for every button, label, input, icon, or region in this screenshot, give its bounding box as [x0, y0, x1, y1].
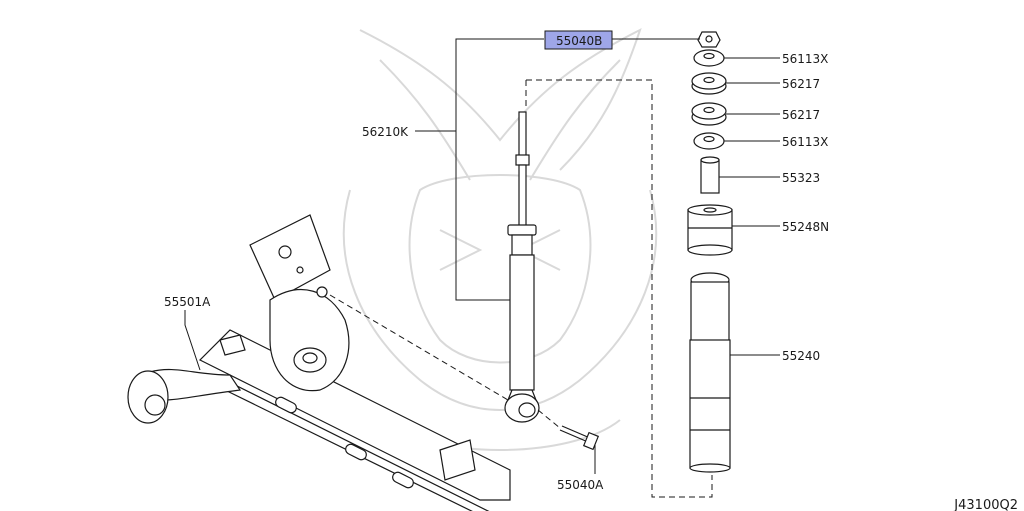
callout-56217-lower[interactable]: 56217	[782, 108, 820, 122]
callout-56217-upper[interactable]: 56217	[782, 77, 820, 91]
mount-bolt	[559, 425, 600, 451]
callout-55501A[interactable]: 55501A	[164, 295, 211, 309]
highlight-box	[544, 30, 613, 50]
leader-lines	[184, 38, 780, 474]
callout-55323[interactable]: 55323	[782, 171, 820, 185]
washer-upper	[693, 49, 725, 67]
shock-absorber	[504, 111, 540, 423]
callout-56113X-upper[interactable]: 56113X	[782, 52, 828, 66]
spacer	[700, 156, 720, 194]
washer-lower	[693, 132, 725, 150]
bushing-upper	[691, 72, 727, 95]
callout-56113X-lower[interactable]: 56113X	[782, 135, 828, 149]
callout-55040B[interactable]: 55040B	[556, 34, 602, 48]
callout-55248N[interactable]: 55248N	[782, 220, 829, 234]
reference-code: J43100Q2	[953, 498, 1018, 511]
dashed-assembly-lines	[329, 79, 713, 498]
bound-bumper	[687, 204, 733, 256]
nut	[697, 31, 721, 48]
watermark-emblem	[342, 28, 658, 451]
bushing-lower	[691, 102, 727, 126]
axle-beam-assembly	[127, 214, 511, 511]
dust-cover	[689, 272, 731, 473]
callout-55040A[interactable]: 55040A	[557, 478, 604, 492]
callout-56210K[interactable]: 56210K	[362, 125, 409, 139]
callout-55240[interactable]: 55240	[782, 349, 820, 363]
